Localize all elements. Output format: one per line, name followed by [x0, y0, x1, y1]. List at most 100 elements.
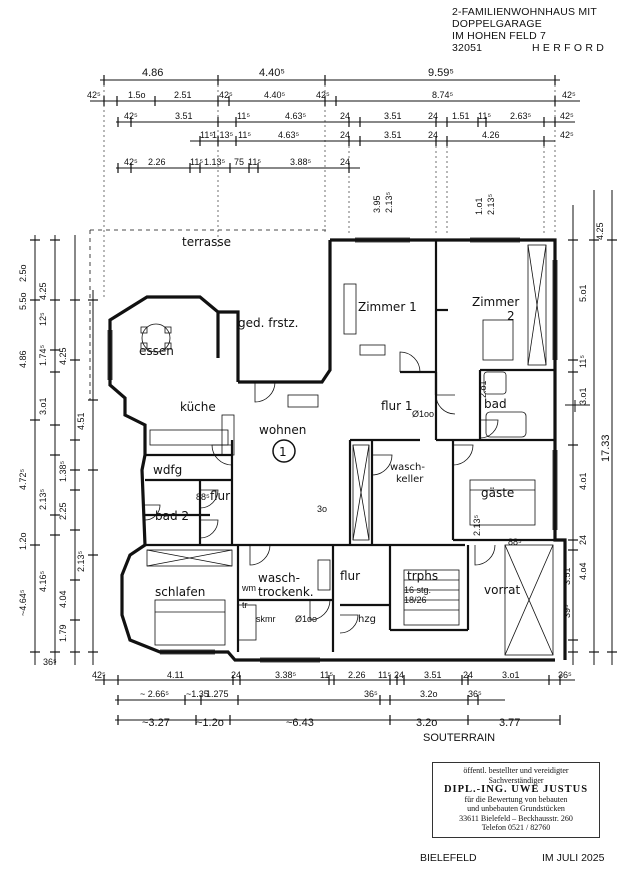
dim-left-6: 1.74⁵ [38, 344, 48, 366]
dim-bot-2-a: ~ 2.66⁵ [140, 689, 169, 699]
room-label-zimmer-2-number: 2 [507, 309, 515, 323]
dim-top-3-j: 2.63⁵ [510, 111, 532, 121]
dim-bot-1-c: 24 [231, 670, 241, 680]
dim-top-2-c: 2.51 [174, 90, 192, 100]
dim-top-4-b: 1.13⁵ [212, 130, 234, 140]
dim-bot-1-d: 3.38⁵ [275, 670, 297, 680]
room-label-wohnen: wohnen [259, 423, 306, 437]
dim-left-8: 3.o1 [38, 397, 48, 415]
dim-bot-3-b: ~1.2o [196, 717, 224, 729]
left-dimension-lines [30, 235, 98, 665]
dim-bot-3-a: ~3.27 [142, 717, 170, 729]
footer-date: IM JULI 2025 [542, 852, 605, 864]
dim-note-2135-c: 2.13⁵ [472, 514, 482, 536]
stamp-line-5: und unbebauten Grundstücken [467, 804, 565, 813]
dim-right-6: 4.o1 [578, 472, 588, 490]
dim-top-3-f: 3.51 [384, 111, 402, 121]
dim-top-2-d: 42⁵ [219, 90, 233, 100]
dim-right-10: 39⁵ [562, 604, 572, 618]
dim-top-1-b: 4.40⁵ [259, 67, 285, 79]
dim-note-101: 1.o1 [474, 197, 484, 215]
dim-left-2: 4.25 [38, 282, 48, 300]
dim-top-3-i: 11⁵ [478, 111, 491, 121]
dim-bot-1-j: 24 [463, 670, 473, 680]
section-markers [565, 400, 590, 412]
room-label-zimmer-1: Zimmer 1 [358, 300, 417, 314]
dim-left-18: 1.79 [58, 624, 68, 642]
label-tr: tr [242, 600, 248, 610]
right-dimension-texts: 4.25 5.o1 11⁵ 3.o1 17.33 4.o1 24 3.51 4.… [562, 222, 612, 618]
dim-left-20: 36⁵ [43, 657, 57, 667]
stamp-line-3: DIPL.-ING. UWE JUSTUS [443, 784, 589, 795]
dim-bot-1-g: 11⁵ [378, 670, 391, 680]
dim-bot-1-b: 4.11 [167, 670, 184, 680]
dim-top-5-f: 11⁵ [248, 157, 261, 167]
dim-note-885-b: 88⁵ [508, 537, 522, 547]
furniture [140, 319, 536, 646]
dim-bot-2-e: 3.2o [420, 689, 438, 699]
room-label-vorrat: vorrat [484, 583, 520, 597]
dim-top-3-d: 4.63⁵ [285, 111, 307, 121]
room-label-gaeste: gäste [481, 486, 514, 500]
dim-left-9: 4.51 [76, 412, 86, 430]
room-label-essen: essen [139, 344, 174, 358]
room-label-waschtrockenk-1: wasch- [258, 571, 300, 585]
project-title-line-1: 2-FAMILIENWOHNHAUS MIT [452, 6, 597, 18]
room-label-kueche: küche [180, 400, 216, 414]
dim-bot-1-a: 42⁵ [92, 670, 106, 680]
dim-top-4-a: 11⁵ [200, 130, 213, 140]
dim-top-5-c: 11⁵ [190, 157, 203, 167]
footer-city: BIELEFELD [420, 852, 477, 864]
dim-top-4-c: 11⁵ [238, 130, 251, 140]
dim-top-5-b: 2.26 [148, 157, 166, 167]
dim-note-201: 2.o1 [478, 380, 488, 398]
surveyor-stamp: öffentl. bestellter und vereidigter Sach… [432, 762, 600, 838]
right-dimension-lines [568, 190, 617, 665]
dim-top-2-e: 4.40⁵ [264, 90, 286, 100]
bottom-dimension-lines [95, 675, 575, 725]
dim-bot-1-i: 3.51 [424, 670, 442, 680]
door-swings [144, 351, 499, 634]
dim-right-7: 24 [578, 535, 588, 545]
dim-top-3-c: 11⁵ [237, 111, 250, 121]
project-address: IM HOHEN FELD 7 [452, 30, 547, 42]
dim-top-5-d: 1.13⁵ [204, 157, 226, 167]
room-label-zimmer-2: Zimmer [472, 295, 519, 309]
dim-top-2-f: 42⁵ [316, 90, 330, 100]
dim-top-5-g: 3.88⁵ [290, 157, 312, 167]
dim-left-14: 1.2o [18, 532, 28, 550]
dim-top-5-e: 75 [234, 157, 244, 167]
dim-bot-3-e: 3.77 [499, 717, 520, 729]
dim-top-3-e: 24 [340, 111, 350, 121]
project-title-line-2: DOPPELGARAGE [452, 18, 542, 30]
dim-left-10: 1.38⁵ [58, 460, 68, 482]
dim-left-15: 4.16⁵ [38, 570, 48, 592]
dim-bot-2-d: 36⁵ [364, 689, 378, 699]
dim-bot-1-l: 36⁵ [558, 670, 572, 680]
dim-top-4-h: 4.26 [482, 130, 500, 140]
dim-top-4-g: 24 [428, 130, 438, 140]
dim-left-19: ~4.64⁵ [18, 589, 28, 616]
dim-top-3-a: 42⁵ [124, 111, 138, 121]
dim-right-4: 3.o1 [578, 387, 588, 405]
room-label-trphs: trphs [407, 569, 438, 583]
windows [107, 237, 558, 663]
dim-top-3-k: 42⁵ [560, 111, 574, 121]
dim-left-3: 5.5o [18, 292, 28, 310]
dim-top-4-d: 4.63⁵ [278, 130, 300, 140]
dim-top-3-h: 1.51 [452, 111, 470, 121]
stamp-line-1: öffentl. bestellter und vereidigter [463, 766, 569, 775]
stamp-line-7: Telefon 0521 / 82760 [481, 823, 551, 832]
dim-top-2-h: 42⁵ [562, 90, 576, 100]
dim-top-2-b: 1.5o [128, 90, 146, 100]
dim-top-1-c: 9.59⁵ [428, 67, 454, 79]
dim-right-8: 3.51 [562, 567, 572, 585]
dim-top-1-a: 4.86 [142, 67, 163, 79]
dim-note-885-a: 88⁵ [196, 492, 210, 502]
room-label-wdfg: wdfg [153, 463, 182, 477]
dim-top-4-i: 42⁵ [560, 130, 574, 140]
room-label-flur-1: flur 1 [381, 399, 413, 413]
dim-bot-2-c: 1.275 [206, 689, 229, 699]
dim-bot-1-e: 11⁵ [320, 670, 333, 680]
